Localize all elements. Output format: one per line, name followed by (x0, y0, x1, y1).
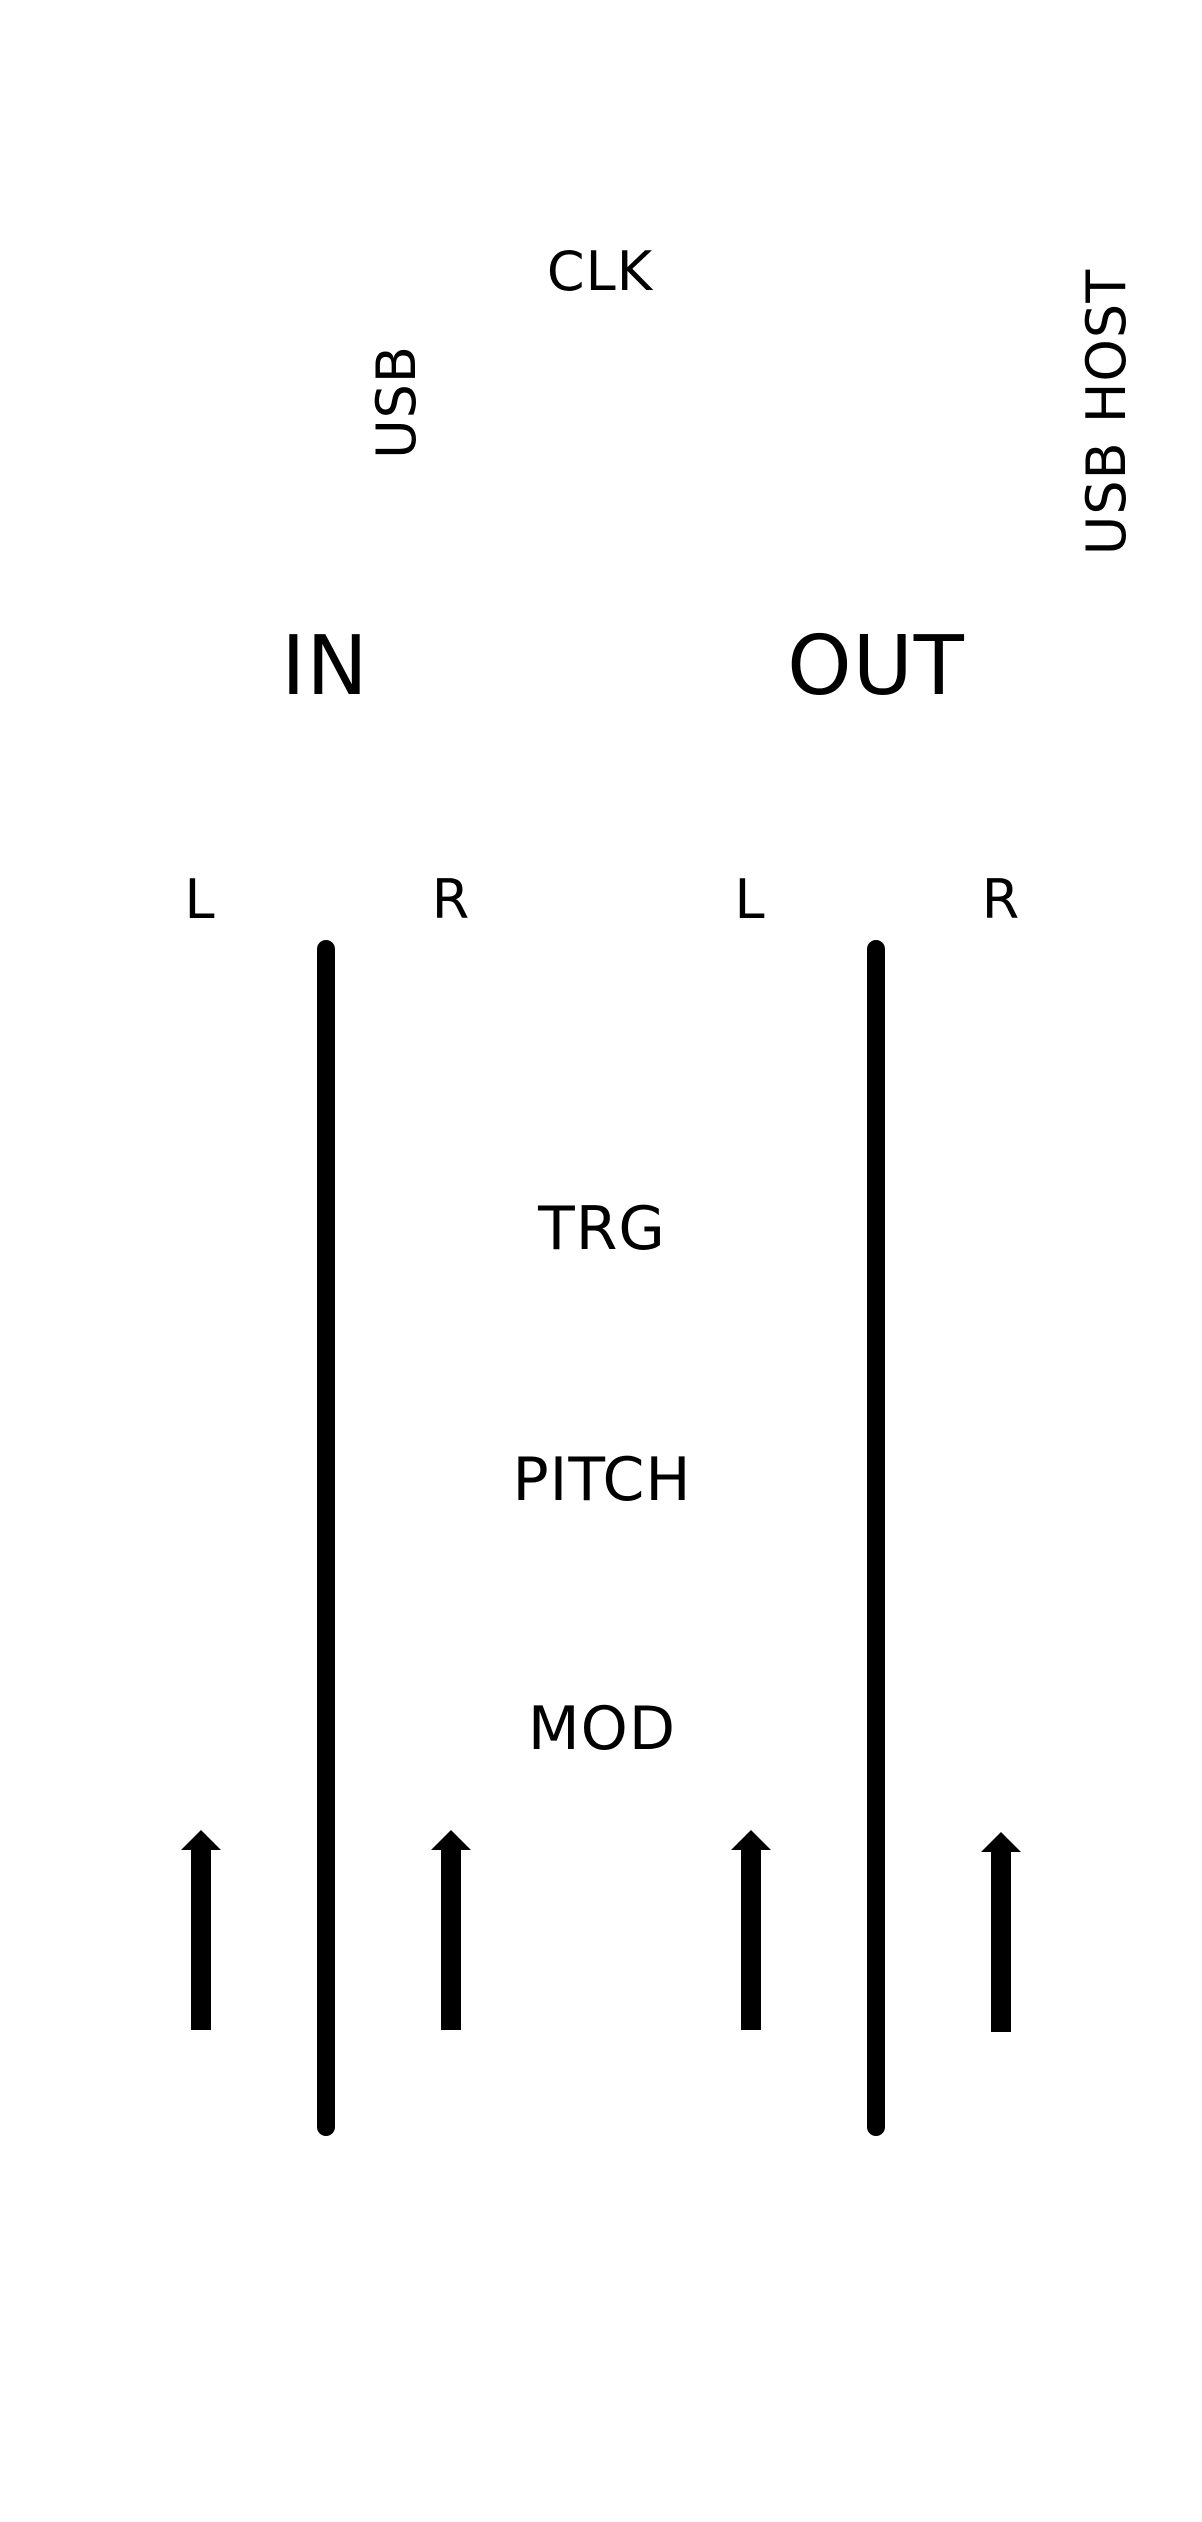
out-left-label: L (734, 868, 766, 931)
clk-label: CLK (546, 240, 654, 303)
out-divider-line (867, 940, 885, 2136)
in-left-label: L (184, 868, 216, 931)
usb-host-label: USB HOST (1075, 268, 1138, 556)
trg-label: TRG (538, 1194, 666, 1264)
up-arrow-icon (431, 1830, 471, 2030)
usb-label: USB (365, 345, 428, 459)
up-arrow-icon (981, 1832, 1021, 2032)
up-arrow-icon (181, 1830, 221, 2030)
in-divider-line (317, 940, 335, 2136)
in-label: IN (281, 619, 369, 714)
in-right-label: R (431, 868, 471, 931)
pitch-label: PITCH (512, 1445, 692, 1515)
up-arrow-icon (731, 1830, 771, 2030)
out-right-label: R (981, 868, 1021, 931)
out-label: OUT (787, 619, 965, 714)
mod-label: MOD (527, 1694, 677, 1764)
